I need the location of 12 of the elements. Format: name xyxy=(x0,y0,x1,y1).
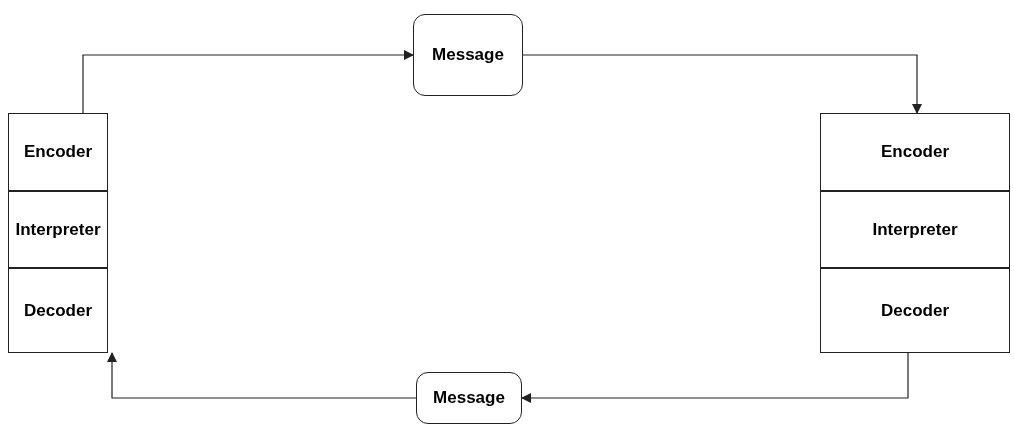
arrow xyxy=(107,352,417,399)
arrow xyxy=(521,352,909,403)
process-box: Interpreter xyxy=(820,191,1010,268)
message-box: Message xyxy=(413,14,523,96)
process-box: Encoder xyxy=(820,113,1010,191)
message-box: Message xyxy=(416,372,522,424)
arrow xyxy=(522,54,922,114)
process-box: Decoder xyxy=(820,268,1010,353)
process-box: Interpreter xyxy=(8,191,108,268)
process-box: Decoder xyxy=(8,268,108,353)
arrow xyxy=(82,50,414,114)
process-box: Encoder xyxy=(8,113,108,191)
